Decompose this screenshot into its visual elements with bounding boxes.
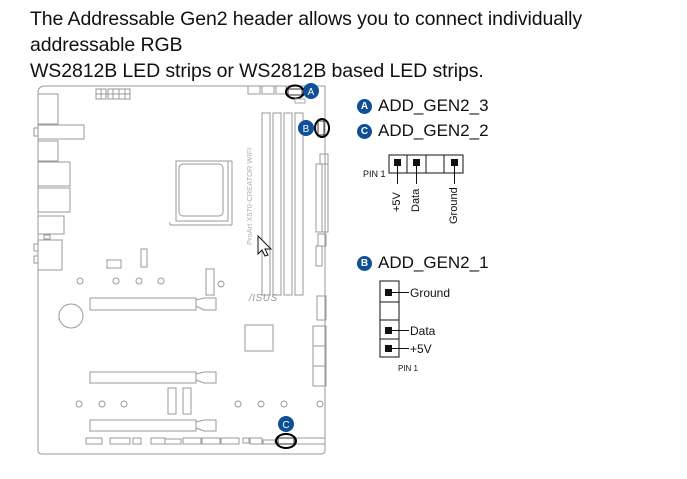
badge-a: A — [357, 98, 372, 114]
intro-paragraph: The Addressable Gen2 header allows you t… — [30, 6, 680, 84]
io-block-7 — [37, 239, 63, 271]
small-chip — [106, 259, 122, 269]
board-outline — [37, 85, 326, 455]
vertical-header-diagram — [379, 280, 409, 358]
io-block-6 — [37, 215, 65, 235]
bottom-connectors — [85, 437, 326, 445]
io-block-3 — [37, 140, 59, 162]
io-block-5 — [37, 187, 71, 213]
arrow-cursor-icon — [257, 234, 273, 257]
intro-line-1: The Addressable Gen2 header allows you t… — [30, 8, 583, 56]
board-marker-a: A — [303, 83, 319, 99]
callout-add-gen2-2: C ADD_GEN2_2 — [357, 121, 489, 141]
label-add-gen2-2: ADD_GEN2_2 — [378, 121, 489, 140]
dimm-slot-2 — [272, 112, 282, 296]
v-pin-5v: +5V — [410, 342, 432, 356]
pcie-slot-1 — [89, 297, 217, 311]
intro-line-2: WS2812B LED strips or WS2812B based LED … — [30, 60, 484, 82]
top-fan-header-3 — [275, 85, 287, 95]
label-add-gen2-1: ADD_GEN2_1 — [378, 253, 489, 272]
io-block-4 — [37, 161, 71, 187]
chipset — [244, 324, 274, 352]
m2-slot-top — [205, 268, 215, 296]
callout-add-gen2-1: B ADD_GEN2_1 — [357, 253, 489, 273]
io-block-1 — [37, 93, 59, 125]
top-fan-header-2 — [261, 85, 275, 95]
cmos-battery — [58, 303, 84, 329]
dimm-slot-1 — [261, 112, 271, 296]
m2-slot-1 — [167, 387, 177, 415]
svg-text:A: A — [308, 87, 315, 98]
pcie-slot-2 — [89, 371, 217, 384]
h-pin-ground: Ground — [448, 187, 460, 224]
asus-logo: /ISUS — [248, 293, 278, 304]
callout-add-gen2-3: A ADD_GEN2_3 — [357, 96, 489, 116]
dimm-slot-3 — [283, 112, 293, 296]
header-a-highlight — [285, 84, 306, 104]
m2-slot-2 — [182, 387, 192, 415]
board-marker-b: B — [298, 120, 314, 136]
pcie-slot-3 — [89, 419, 217, 432]
h-pin-5v: +5V — [391, 192, 403, 212]
vertical-pin1-label: PIN 1 — [398, 364, 419, 373]
svg-text:C: C — [282, 420, 289, 431]
standoffs — [75, 277, 324, 408]
badge-b: B — [357, 255, 372, 271]
svg-text:B: B — [303, 124, 310, 135]
io-block-2 — [37, 124, 85, 140]
dimm-slot-4 — [294, 112, 304, 296]
v-pin-data: Data — [410, 324, 436, 338]
board-marker-c: C — [278, 416, 294, 432]
pin-header-vertical — [140, 248, 148, 268]
label-add-gen2-3: ADD_GEN2_3 — [378, 96, 489, 115]
cpu-socket — [175, 160, 229, 222]
horizontal-pin1-label: PIN 1 — [363, 169, 386, 179]
v-pin-ground: Ground — [410, 286, 451, 300]
header-b-highlight — [314, 118, 330, 138]
h-pin-data: Data — [410, 188, 422, 212]
board-model-text: ProArt X570-CREATOR WIFI — [245, 148, 254, 245]
top-fan-header-1 — [247, 85, 261, 95]
header-c-highlight — [275, 433, 297, 449]
badge-c: C — [357, 123, 372, 139]
horizontal-header-diagram — [388, 154, 464, 184]
